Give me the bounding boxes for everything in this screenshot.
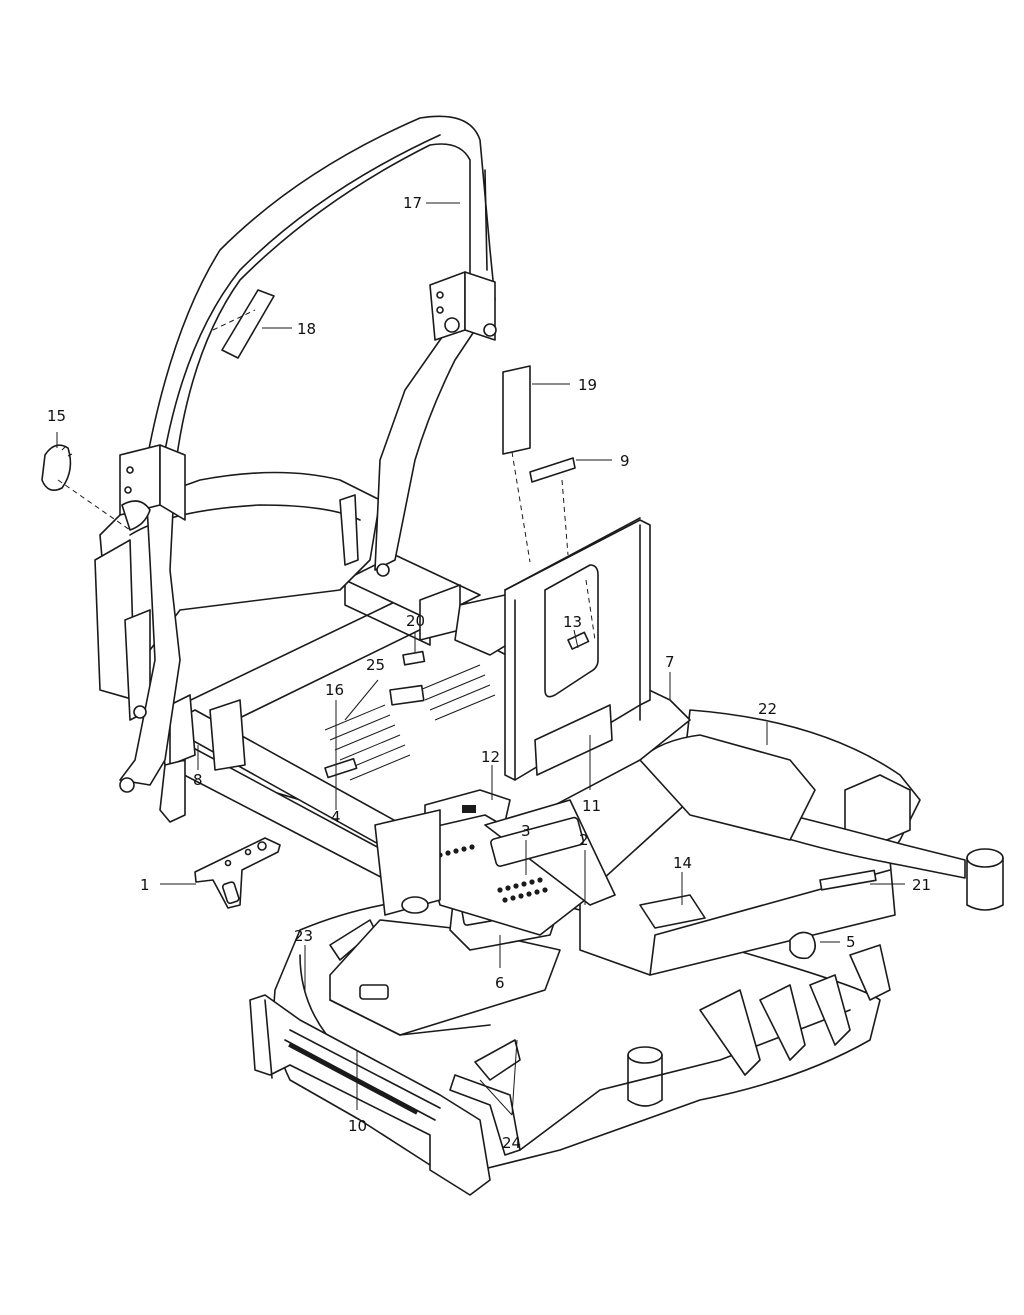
callout-4: 4: [331, 808, 341, 826]
callout-16: 16: [325, 681, 344, 699]
callout-9: 9: [620, 452, 630, 470]
decal-19: [502, 365, 531, 455]
callout-3: 3: [521, 822, 531, 840]
callout-leaders: [56, 202, 905, 1116]
callout-8: 8: [193, 771, 203, 789]
leader-15-dashed: [57, 479, 131, 531]
decal-1-bracket: [194, 837, 281, 909]
callout-20: 20: [406, 612, 425, 630]
callout-18: 18: [297, 320, 316, 338]
callout-13: 13: [563, 613, 582, 631]
callout-5: 5: [846, 933, 856, 951]
callout-7: 7: [665, 653, 675, 671]
callout-6: 6: [495, 974, 505, 992]
right-fender: [579, 709, 1004, 976]
callout-23: 23: [294, 927, 313, 945]
callout-21: 21: [912, 876, 931, 894]
callout-labels: 1 2 3 4 5 6 7 8 9 10 11 12 13 14 15 16 1…: [47, 194, 931, 1152]
rops-bar: [119, 115, 497, 793]
callout-25: 25: [366, 656, 385, 674]
callout-12: 12: [481, 748, 500, 766]
decal-15: [41, 444, 73, 491]
callout-1: 1: [140, 876, 150, 894]
decal-18: [221, 289, 275, 359]
control-panel: [374, 799, 616, 936]
leader-9-dashed: [561, 479, 569, 556]
callout-14: 14: [673, 854, 692, 872]
callout-2: 2: [579, 831, 589, 849]
leader-18-dashed: [212, 309, 256, 331]
leader-19-dashed: [511, 451, 531, 563]
seat-back-panel: [504, 517, 651, 781]
callout-19: 19: [578, 376, 597, 394]
decal-9: [529, 457, 576, 483]
callout-24: 24: [502, 1134, 521, 1152]
callout-15: 15: [47, 407, 66, 425]
callout-17: 17: [403, 194, 422, 212]
callout-11: 11: [582, 797, 601, 815]
leader-13-dashed: [585, 579, 596, 641]
callout-22: 22: [758, 700, 777, 718]
callout-10: 10: [348, 1117, 367, 1135]
